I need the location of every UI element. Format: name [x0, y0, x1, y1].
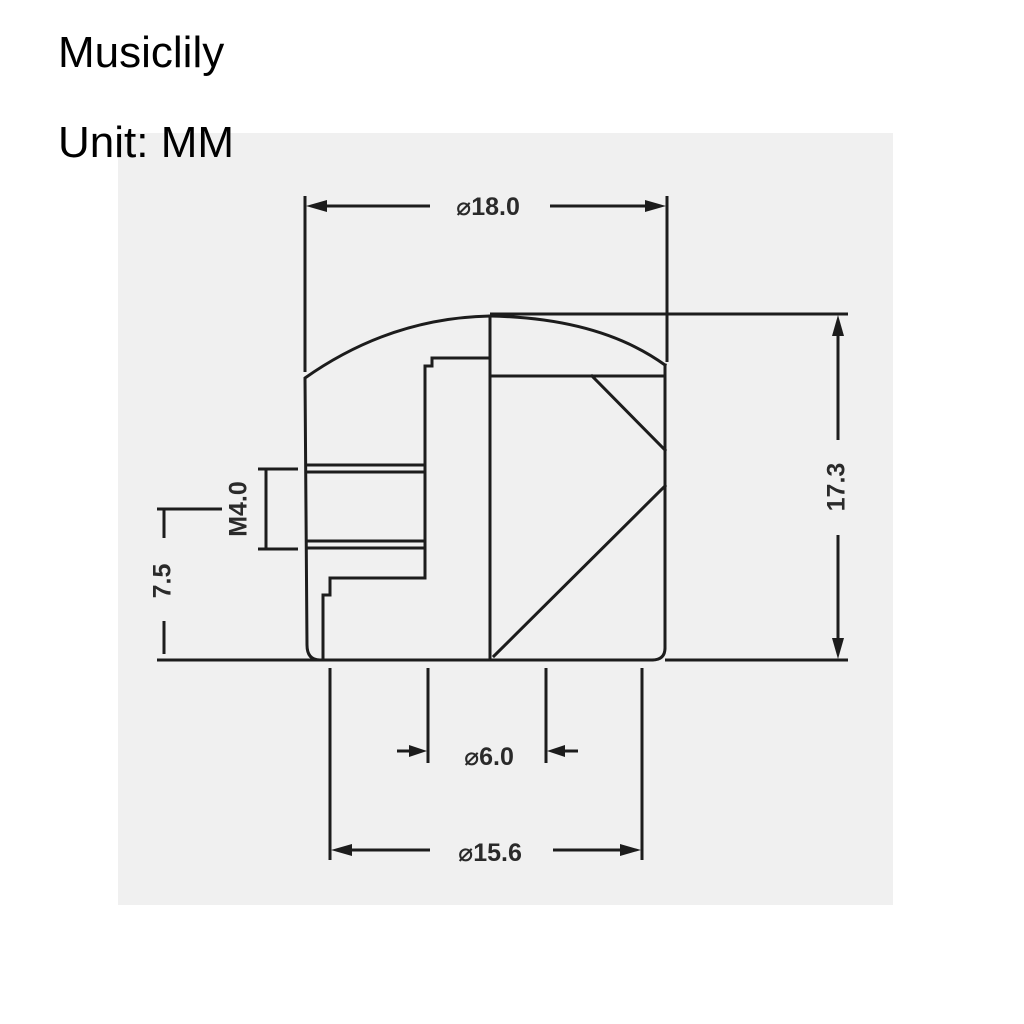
- drawing-panel: [118, 133, 893, 905]
- arrow-base-right: [620, 844, 641, 856]
- knob-dome: [488, 314, 668, 368]
- dimension-lines: [157, 196, 848, 860]
- dim-label-thread: M4.0: [225, 481, 253, 537]
- arrow-base-left: [331, 844, 352, 856]
- knob-right-corner: [650, 646, 667, 662]
- section-hatch-1: [589, 373, 668, 453]
- dim-label-height: 17.3: [823, 463, 851, 512]
- arrow-top-left: [306, 200, 327, 212]
- arrow-height-bottom: [832, 638, 844, 659]
- arrow-shaft-right: [547, 745, 565, 757]
- dim-label-screw-height: 7.5: [149, 564, 177, 599]
- dim-label-shaft-diameter: ⌀6.0: [464, 743, 514, 771]
- section-hatch-2: [491, 483, 668, 659]
- dim-label-base-diameter: ⌀15.6: [458, 839, 522, 867]
- knob-outline: [303, 314, 668, 662]
- knob-left-profile: [303, 314, 492, 662]
- dim-label-top-diameter: ⌀18.0: [456, 193, 520, 221]
- arrow-height-top: [832, 315, 844, 336]
- arrow-shaft-left: [409, 745, 427, 757]
- unit-label: Unit: MM: [58, 118, 234, 167]
- brand-title: Musiclily: [58, 28, 225, 77]
- arrow-top-right: [645, 200, 666, 212]
